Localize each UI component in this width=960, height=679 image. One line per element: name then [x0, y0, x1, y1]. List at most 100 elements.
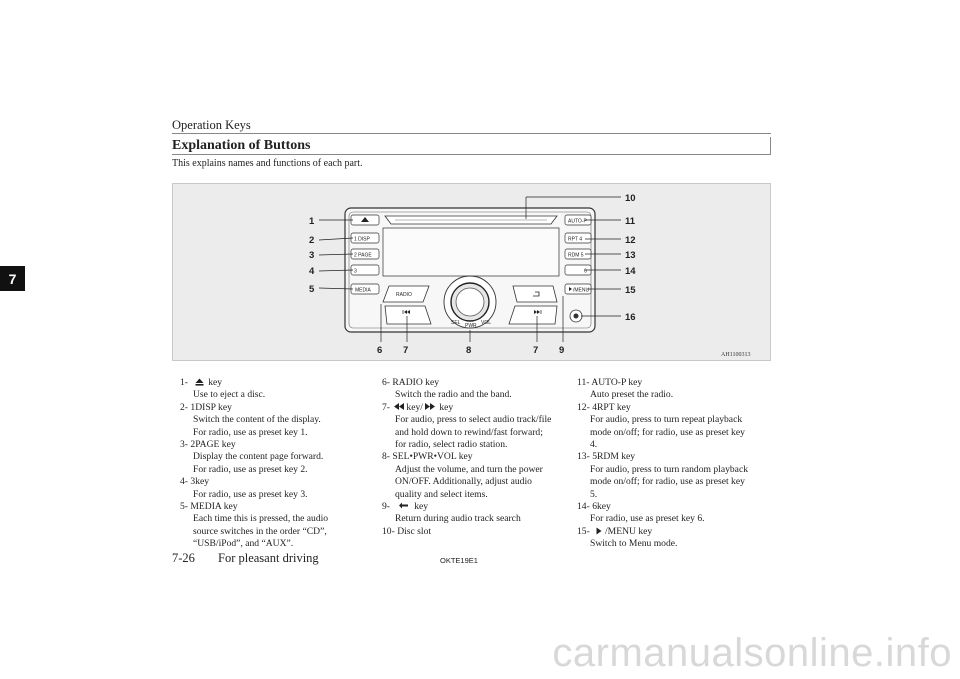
entry-description: for radio, select radio station.	[395, 439, 508, 451]
entry-description: For radio, use as preset key 1.	[193, 426, 308, 438]
return-icon	[398, 502, 408, 509]
entry-heading: 13- 5RDM key	[577, 451, 777, 463]
entry-title: Disc slot	[397, 525, 432, 537]
rpt-key	[564, 232, 592, 244]
list-item: 10- Disc slot	[382, 526, 572, 538]
callout-8: 8	[466, 345, 471, 356]
menu-key-label: /MENU	[573, 288, 590, 294]
entry-heading: 14- 6key	[577, 501, 777, 513]
entry-number: 2-	[180, 401, 188, 413]
entry-title: key	[208, 377, 223, 388]
section-header: Operation Keys	[172, 118, 251, 132]
entry-number: 1-	[180, 377, 188, 388]
page-title: Explanation of Buttons	[172, 138, 311, 153]
entry-title: /MENU key	[605, 525, 653, 537]
entry-heading: 12- 4RPT key	[577, 402, 777, 414]
entry-heading: 6- RADIO key	[382, 377, 572, 389]
callout-10: 10	[625, 193, 636, 204]
entry-description: quality and select items.	[395, 488, 488, 500]
entry-description: Use to eject a disc.	[193, 389, 266, 401]
seek-forward-key	[508, 305, 558, 325]
entry-heading: 3- 2PAGE key	[180, 439, 365, 451]
entry-number: 11-	[577, 377, 590, 388]
entry-description: 5.	[590, 488, 598, 500]
entry-title: 1DISP key	[190, 401, 232, 413]
page-key-label: 2 PAGE	[354, 253, 372, 259]
entry-description: mode on/off; for radio, use as preset ke…	[590, 426, 745, 438]
figure-code: AH1100313	[721, 352, 750, 358]
callout-6: 6	[377, 345, 382, 356]
pwr-label: PWR	[465, 323, 477, 329]
header-rule	[172, 133, 771, 134]
callout-9: 9	[559, 345, 564, 356]
entry-title: 4RPT key	[592, 401, 631, 413]
callout-2: 2	[309, 235, 314, 246]
callout-1: 1	[309, 216, 315, 227]
entry-description: 4.	[590, 439, 598, 451]
callout-7-right: 7	[533, 345, 538, 356]
entry-description: “USB/iPod”, and “AUX”.	[193, 538, 294, 550]
key-three-label: 3	[354, 269, 357, 275]
callout-12: 12	[625, 235, 636, 246]
entry-description: and hold down to rewind/fast forward;	[395, 426, 543, 438]
callout-14: 14	[625, 266, 636, 277]
entry-description: Display the content page forward.	[193, 451, 324, 463]
radio-panel-diagram: 1 DISP 2 PAGE 3 MEDIA AUTO-P RPT 4 RDM 5…	[309, 193, 750, 358]
entry-description: For audio, press to turn random playback	[590, 463, 748, 475]
seek-back-key	[384, 305, 432, 325]
watermark: carmanualsonline.info	[552, 631, 952, 675]
callout-4: 4	[309, 266, 315, 277]
footer-title: For pleasant driving	[218, 551, 319, 565]
entry-number: 14-	[577, 501, 590, 513]
return-icon	[533, 291, 540, 297]
entry-title: SEL•PWR•VOL key	[392, 451, 473, 463]
entry-heading: 10- Disc slot	[382, 526, 572, 538]
entry-number: 9-	[382, 501, 390, 513]
key-six-label: 6	[584, 269, 587, 275]
callout-7-left: 7	[403, 345, 408, 356]
entry-title: key	[414, 501, 429, 513]
radio-key	[382, 285, 430, 303]
entry-number: 7-	[382, 401, 390, 413]
radio-figure: 1 DISP 2 PAGE 3 MEDIA AUTO-P RPT 4 RDM 5…	[172, 183, 771, 361]
seek-forward-icon	[534, 310, 540, 314]
entry-description: For audio, press to select audio track/f…	[395, 414, 552, 426]
entry-heading: 9- key	[382, 501, 572, 513]
footer-code: OKTE19E1	[440, 556, 478, 565]
media-key-label: MEDIA	[355, 288, 372, 294]
entry-description: Switch the content of the display.	[193, 414, 321, 426]
entry-title: key/ key	[406, 401, 454, 413]
entry-description: Switch to Menu mode.	[590, 538, 678, 550]
entry-description: Each time this is pressed, the audio	[193, 513, 329, 525]
callout-15: 15	[625, 285, 636, 296]
entry-title: MEDIA key	[190, 501, 238, 513]
entry-description: mode on/off; for radio, use as preset ke…	[590, 476, 745, 488]
entry-title: 3key	[190, 476, 210, 488]
disp-key-label: 1 DISP	[354, 237, 371, 243]
callout-16: 16	[625, 312, 636, 323]
intro-text: This explains names and functions of eac…	[172, 158, 363, 169]
entry-description: Adjust the volume, and turn the power	[395, 463, 543, 475]
entry-title: 5RDM key	[592, 451, 636, 463]
callout-5: 5	[309, 284, 315, 295]
callout-13: 13	[625, 250, 636, 261]
entry-number: 3-	[180, 439, 188, 451]
leader-lines	[318, 196, 621, 342]
display-screen	[382, 227, 560, 277]
entry-description: Auto preset the radio.	[590, 389, 674, 401]
entry-title: 6key	[592, 501, 611, 513]
return-key	[512, 285, 558, 303]
